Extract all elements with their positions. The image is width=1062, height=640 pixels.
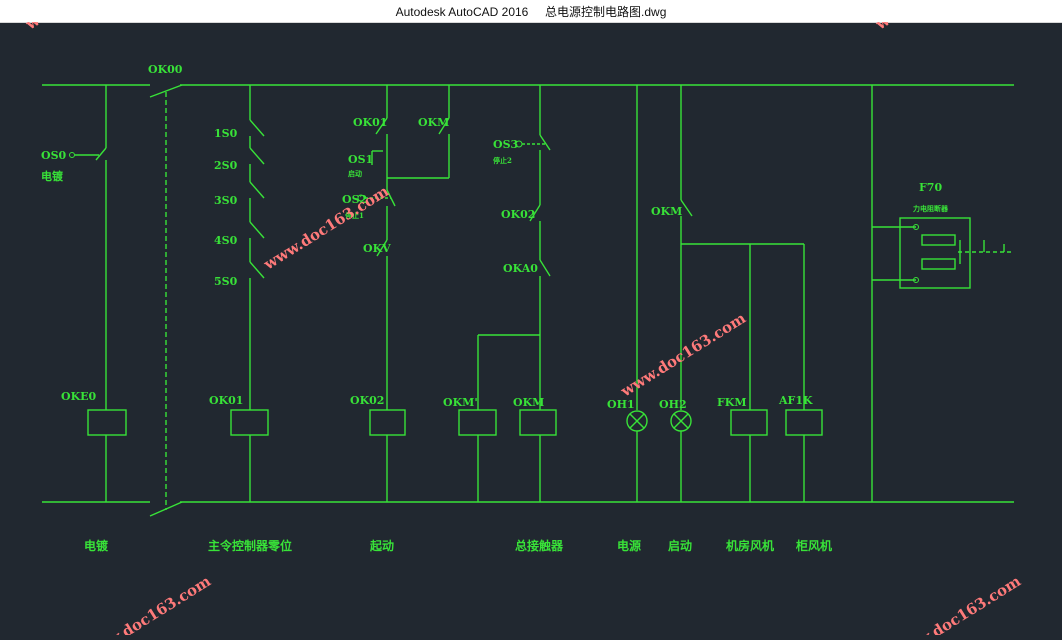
label-os2: OS2: [342, 193, 367, 206]
bottom-label: 总接触器: [515, 538, 564, 553]
title-bar: Autodesk AutoCAD 2016 总电源控制电路图.dwg: [0, 0, 1062, 23]
label-os2-note: 停止1: [345, 211, 364, 220]
watermark-text: www.doc163.com: [82, 572, 214, 635]
label-okm-motor: OKM: [651, 205, 682, 218]
bottom-label: 柜风机: [795, 538, 832, 553]
coil-label: FKM: [717, 396, 747, 409]
label-okm-hold: OKM: [418, 116, 449, 129]
bottom-label: 电源: [617, 538, 641, 553]
coil-label: OKM: [513, 396, 544, 409]
circuit-labels: OK00 OS0 电镀 1S0 2S0 3S0 4S0 5S0 OK01 OKM…: [41, 63, 949, 553]
circuit-lines: [42, 84, 1014, 517]
label-4s0: 4S0: [214, 234, 238, 247]
coil-label: OKM': [443, 396, 478, 409]
label-os3-note: 停止2: [493, 156, 512, 165]
coil-label: AF1K: [778, 394, 813, 407]
watermark-text: www.doc163.com: [872, 22, 1004, 34]
coil-label: OK02: [350, 394, 384, 407]
label-2s0: 2S0: [214, 159, 238, 172]
app-title: Autodesk AutoCAD 2016: [395, 5, 529, 19]
coil-label: OH2: [659, 398, 687, 411]
label-okv: OKV: [363, 242, 391, 255]
label-os1-note: 启动: [348, 169, 362, 178]
coil-label: OK01: [209, 394, 243, 407]
window-title: Autodesk AutoCAD 2016 总电源控制电路图.dwg: [0, 3, 1062, 20]
label-f70-note: 力电阻断器: [913, 204, 949, 213]
label-1s0: 1S0: [214, 127, 238, 140]
watermark-text: www.doc163.com: [892, 572, 1024, 635]
label-os3: OS3: [493, 138, 518, 151]
label-ok00: OK00: [148, 63, 183, 76]
label-ok01: OK01: [353, 116, 387, 129]
coil-label: OH1: [607, 398, 635, 411]
label-ok02-contact: OK02: [501, 208, 535, 221]
contact-markers: [69, 140, 919, 283]
bottom-label: 电镀: [84, 538, 109, 553]
bottom-label: 机房风机: [726, 538, 774, 553]
coil-label: OKE0: [61, 390, 97, 403]
label-5s0: 5S0: [214, 275, 238, 288]
label-os0: OS0: [41, 149, 67, 162]
bottom-label: 主令控制器零位: [208, 538, 292, 553]
label-3s0: 3S0: [214, 194, 238, 207]
label-os0-name: 电镀: [41, 169, 64, 183]
watermark-text: www.doc163.com: [260, 182, 392, 274]
label-os1: OS1: [348, 153, 373, 166]
label-f70: F70: [919, 181, 942, 194]
watermark-text: www.doc163.com: [22, 22, 154, 34]
file-name: 总电源控制电路图.dwg: [545, 5, 667, 19]
label-oka0: OKA0: [503, 262, 538, 275]
bottom-label: 启动: [668, 538, 692, 553]
bottom-label: 起动: [369, 538, 394, 553]
